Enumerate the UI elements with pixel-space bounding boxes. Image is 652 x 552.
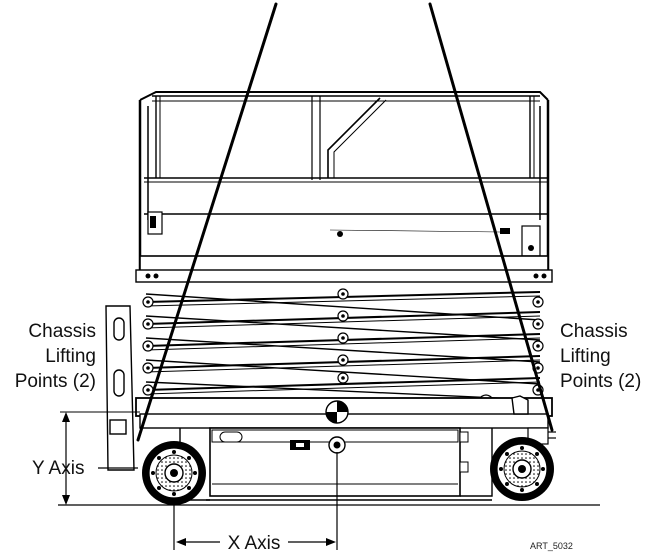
platform-guardrail — [138, 91, 550, 280]
front-wheel — [142, 441, 206, 505]
scissor-stack — [142, 288, 544, 401]
lifting-slings — [136, 2, 554, 442]
x-axis-label: X Axis — [228, 533, 281, 552]
x-axis-dimension — [173, 452, 338, 550]
left-lifting-sling — [136, 2, 278, 442]
center-of-gravity-symbol — [325, 400, 349, 424]
right-lifting-sling — [428, 2, 554, 432]
right-label-line-3: Points (2) — [560, 371, 641, 392]
platform-deck — [135, 255, 553, 283]
left-label-line-2: Lifting — [45, 346, 96, 367]
right-label-line-1: Chassis — [560, 321, 628, 342]
rear-wheel — [490, 437, 554, 501]
right-label-line-2: Lifting — [560, 346, 611, 367]
y-axis-label: Y Axis — [32, 458, 84, 479]
side-brackets — [105, 305, 135, 471]
left-label-line-3: Points (2) — [15, 371, 96, 392]
right-lifting-points-label: Chassis Lifting Points (2) — [560, 321, 641, 392]
art-code-label: ART_5032 — [530, 541, 573, 551]
left-lifting-points-label: Chassis Lifting Points (2) — [15, 321, 96, 392]
left-label-line-1: Chassis — [28, 321, 96, 342]
y-axis-dimension — [60, 411, 140, 505]
